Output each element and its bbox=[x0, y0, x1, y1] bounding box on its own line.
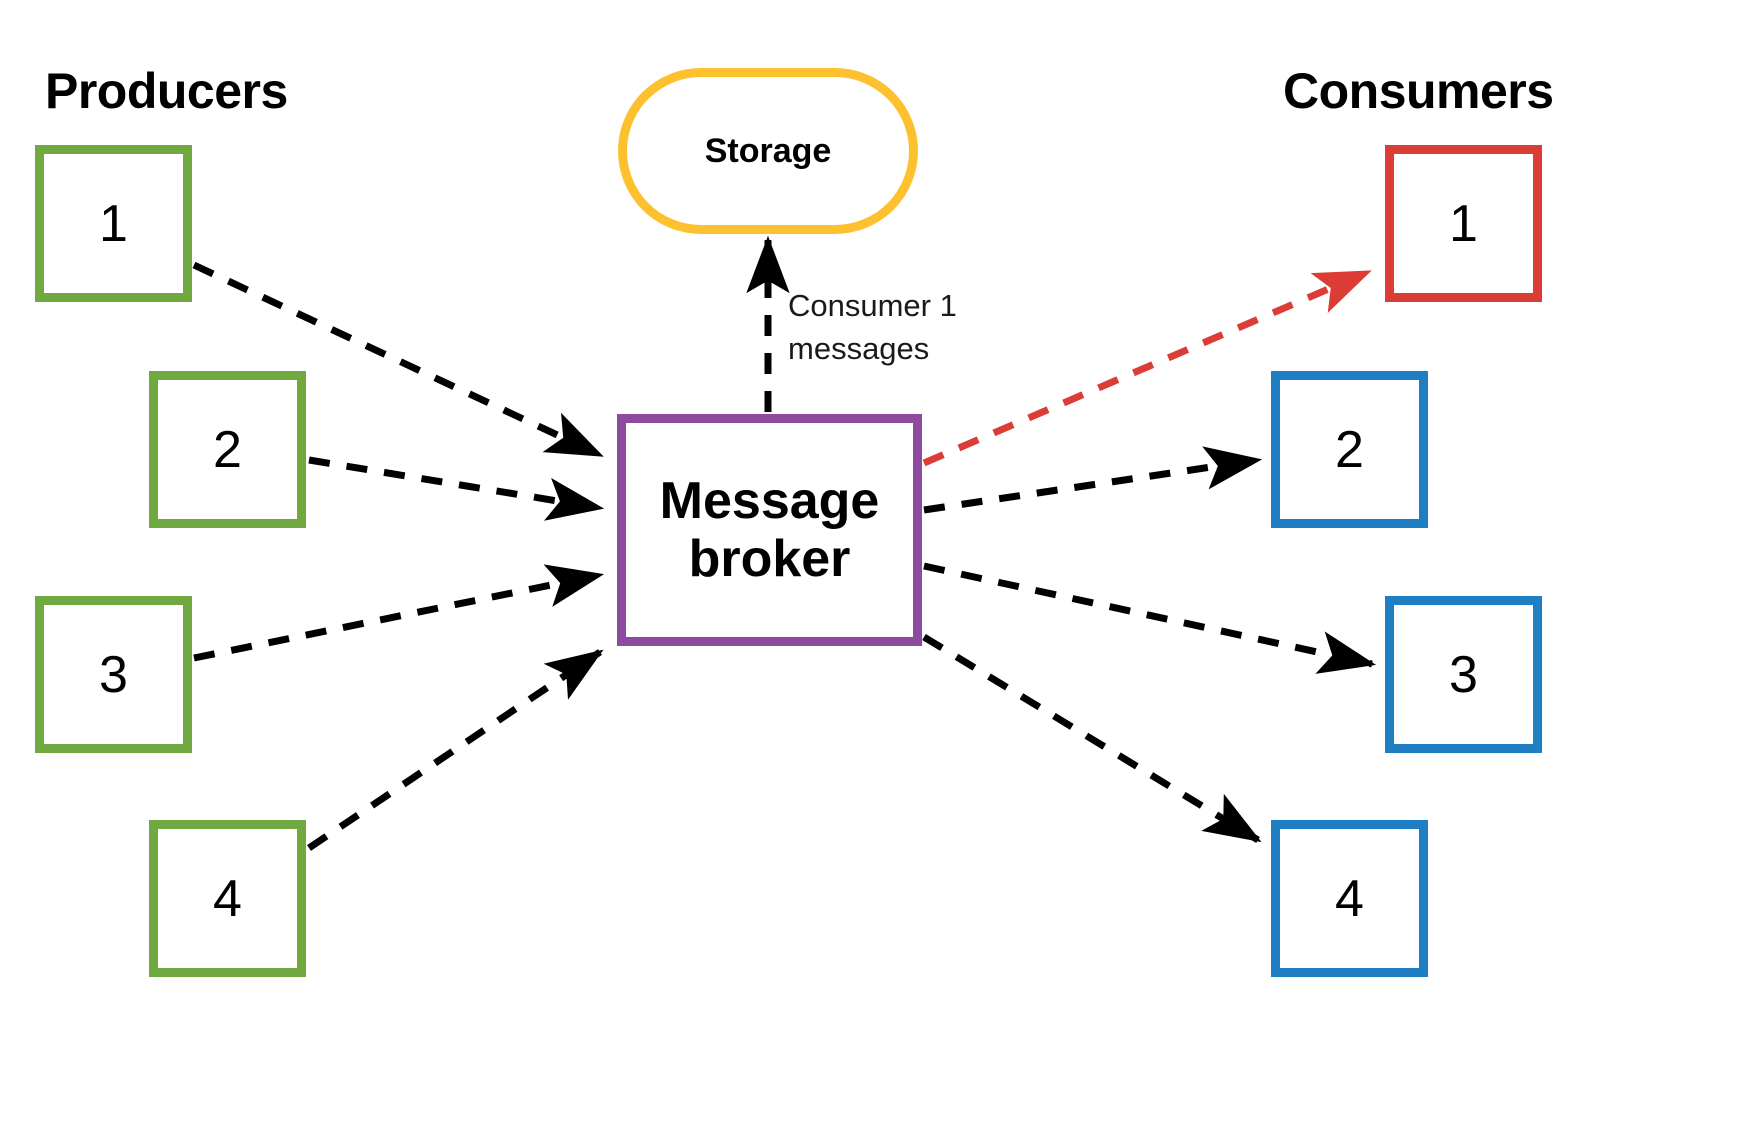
consumers-heading: Consumers bbox=[1283, 63, 1554, 119]
producer-node-1-label: 1 bbox=[99, 194, 128, 253]
edge-broker-to-consumer-4 bbox=[922, 634, 1262, 843]
producer-node-3[interactable]: 3 bbox=[35, 596, 192, 753]
producer-node-2-label: 2 bbox=[213, 420, 242, 479]
edge-producer-2-to-broker bbox=[308, 456, 605, 521]
storage-edge-label: Consumer 1 messages bbox=[788, 288, 957, 366]
producer-node-4-label: 4 bbox=[213, 869, 242, 928]
consumer-node-2[interactable]: 2 bbox=[1271, 371, 1428, 528]
message-broker-label: Message broker bbox=[659, 471, 880, 588]
consumer-node-4[interactable]: 4 bbox=[1271, 820, 1428, 977]
consumer-node-1[interactable]: 1 bbox=[1385, 145, 1542, 302]
consumer-node-3[interactable]: 3 bbox=[1385, 596, 1542, 753]
producer-node-2[interactable]: 2 bbox=[149, 371, 306, 528]
consumer-node-4-label: 4 bbox=[1335, 869, 1364, 928]
producer-node-4[interactable]: 4 bbox=[149, 820, 306, 977]
storage-node[interactable]: Storage bbox=[618, 68, 918, 234]
consumer-node-3-label: 3 bbox=[1449, 645, 1478, 704]
edge-producer-3-to-broker bbox=[193, 564, 605, 662]
storage-node-label: Storage bbox=[704, 131, 832, 170]
producer-node-3-label: 3 bbox=[99, 645, 128, 704]
consumer-node-1-label: 1 bbox=[1449, 194, 1478, 253]
edge-broker-to-consumer-2 bbox=[923, 446, 1263, 514]
message-broker-node[interactable]: Message broker bbox=[617, 414, 922, 646]
edge-broker-to-consumer-3 bbox=[923, 562, 1377, 674]
producers-heading: Producers bbox=[45, 63, 288, 119]
edge-producer-4-to-broker bbox=[307, 649, 604, 851]
consumer-node-2-label: 2 bbox=[1335, 420, 1364, 479]
producer-node-1[interactable]: 1 bbox=[35, 145, 192, 302]
